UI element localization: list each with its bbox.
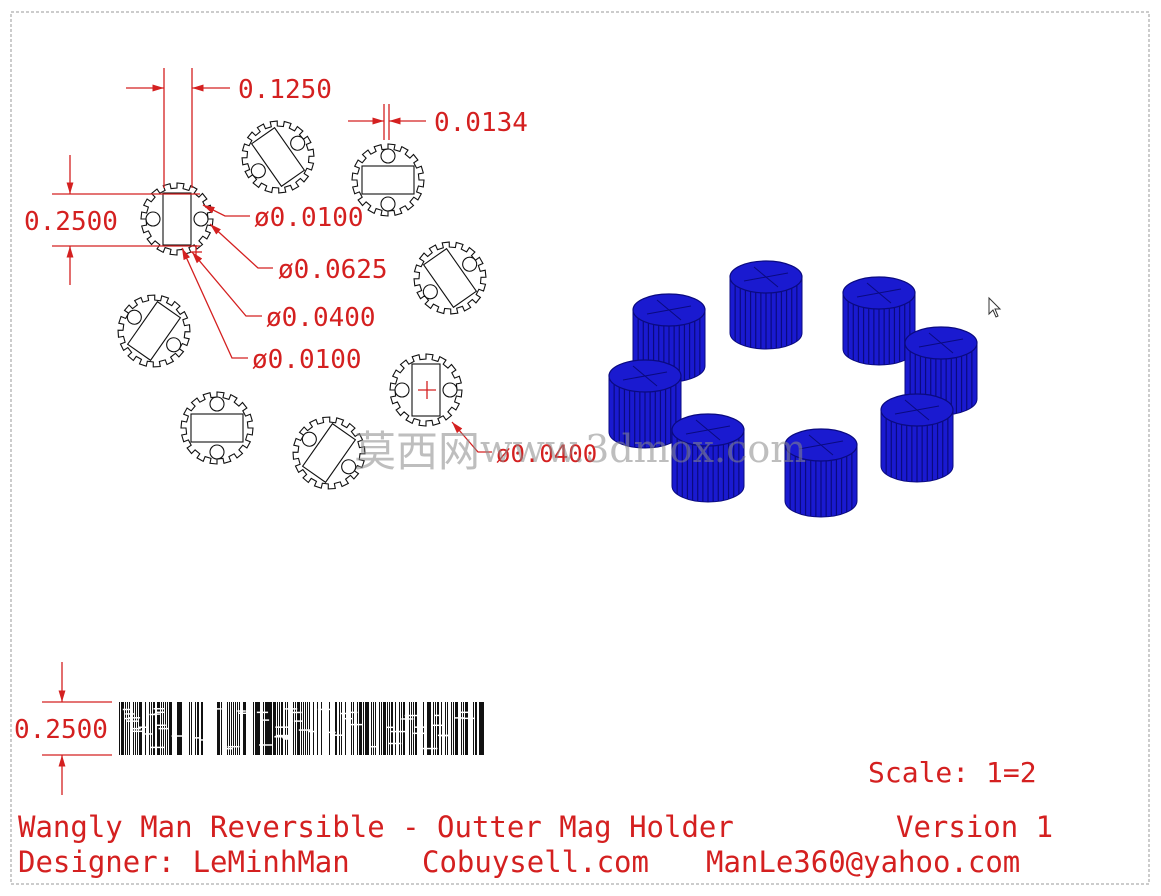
gear-outline bbox=[241, 120, 315, 194]
designer-website: Cobuysell.com bbox=[422, 845, 649, 879]
dim-barcode-height: 0.2500 bbox=[14, 715, 108, 745]
gear-parts-3d bbox=[608, 260, 978, 518]
dim-small-hole-2: ø0.0100 bbox=[252, 345, 362, 375]
designer-name: Designer: LeMinhMan bbox=[18, 845, 350, 879]
scale-label: Scale: 1=2 bbox=[868, 756, 1037, 789]
gear-part-3d bbox=[784, 428, 858, 518]
gear-outline bbox=[180, 391, 254, 465]
dimension-lines bbox=[42, 68, 492, 795]
gear-outline bbox=[140, 182, 214, 256]
gear-outline bbox=[389, 353, 463, 427]
drawing-version: Version 1 bbox=[896, 810, 1053, 844]
gear-part-3d bbox=[608, 359, 682, 449]
arrow-cursor-icon bbox=[988, 296, 1002, 318]
edge-view-strip bbox=[119, 702, 484, 755]
dim-gap-top: 0.0134 bbox=[434, 108, 528, 138]
dim-mid-hole: ø0.0400 bbox=[266, 303, 376, 333]
gear-outline bbox=[292, 416, 366, 490]
drawing-title: Wangly Man Reversible - Outter Mag Holde… bbox=[18, 810, 734, 844]
dim-partial: ø0.0400 bbox=[496, 440, 597, 468]
dim-small-hole: ø0.0100 bbox=[254, 203, 364, 233]
dim-width-top: 0.1250 bbox=[238, 75, 332, 105]
gear-part-3d bbox=[842, 276, 916, 366]
gear-outline bbox=[413, 241, 487, 315]
dim-tooth: ø0.0625 bbox=[278, 255, 388, 285]
designer-email: ManLe360@yahoo.com bbox=[706, 845, 1020, 879]
gear-outlines-2d bbox=[117, 120, 487, 490]
gear-outline bbox=[351, 143, 425, 217]
gear-part-3d bbox=[671, 413, 745, 503]
dim-height-left: 0.2500 bbox=[24, 207, 118, 237]
gear-part-3d bbox=[729, 260, 803, 350]
watermark-url: www.3dmox.com bbox=[480, 427, 806, 471]
watermark-cjk: 莫西网 bbox=[354, 427, 480, 476]
gear-part-3d bbox=[880, 393, 954, 483]
gear-outline bbox=[117, 294, 191, 368]
